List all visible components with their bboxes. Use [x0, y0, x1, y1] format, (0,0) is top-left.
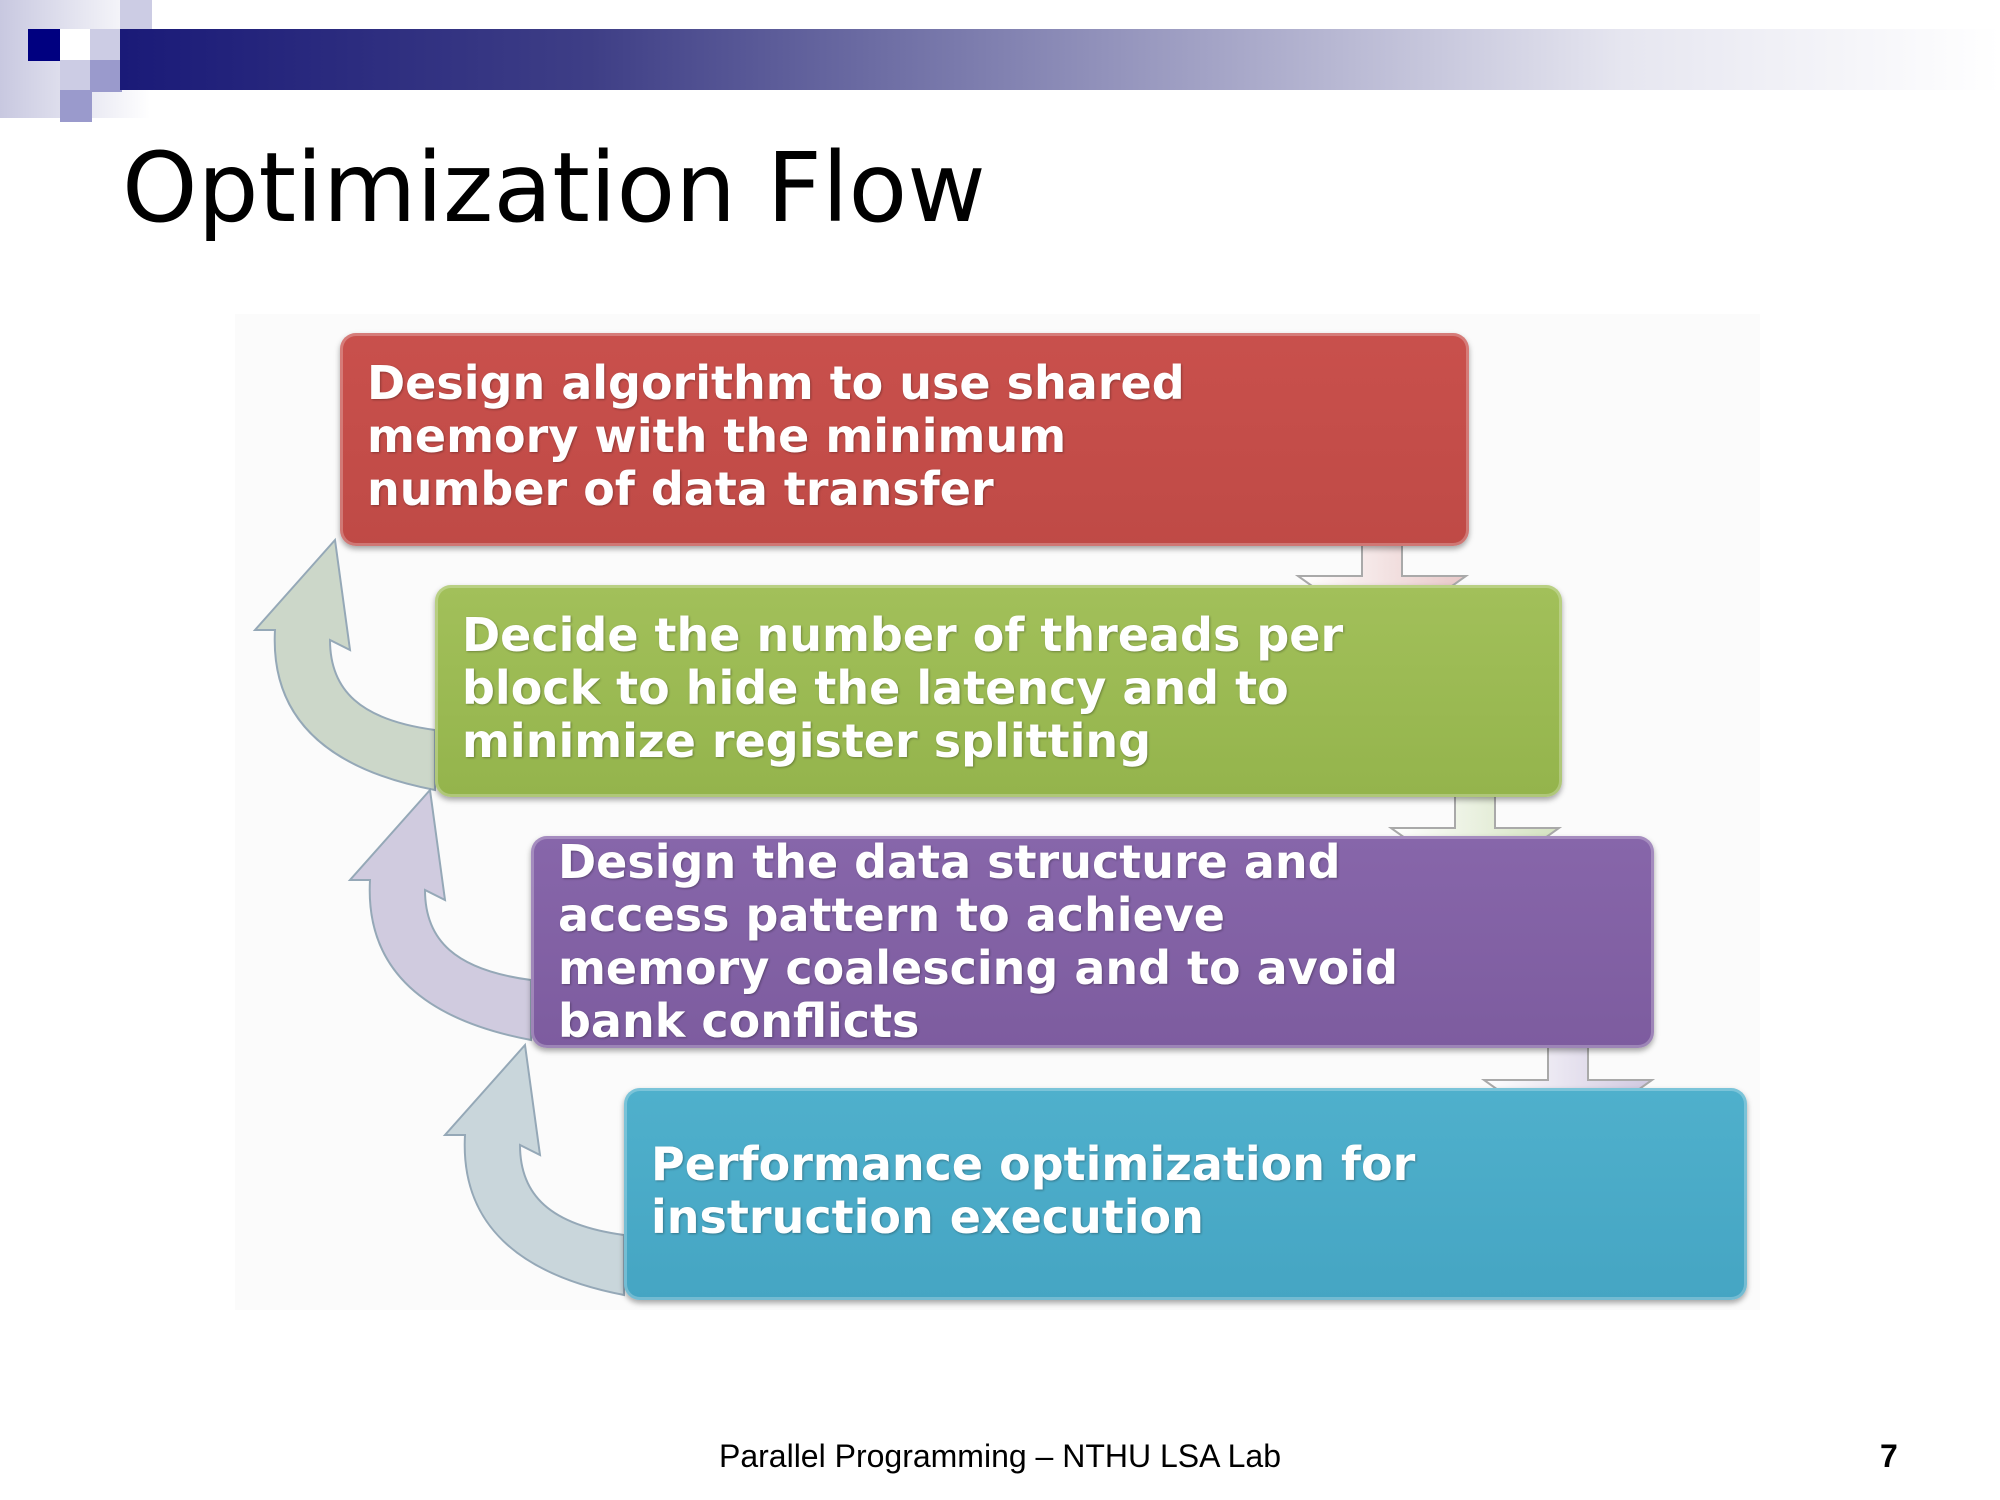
step-text-line: access pattern to achieve: [558, 888, 1225, 942]
flow-step-2: Decide the number of threads per block t…: [435, 585, 1562, 797]
step-text-line: Decide the number of threads per: [462, 608, 1344, 662]
page-number: 7: [1880, 1438, 1898, 1474]
step-text-line: minimize register splitting: [462, 714, 1152, 768]
step-text-line: memory coalescing and to avoid: [558, 941, 1398, 995]
slide-title: Optimization Flow: [122, 132, 986, 244]
step-text-line: bank conflicts: [558, 994, 920, 1048]
flow-step-1: Design algorithm to use shared memory wi…: [340, 333, 1469, 546]
flow-step-3: Design the data structure and access pat…: [531, 836, 1654, 1048]
step-text-line: number of data transfer: [367, 462, 994, 516]
curved-up-arrow-icon: [347, 787, 532, 1042]
step-text-line: block to hide the latency and to: [462, 661, 1289, 715]
step-text-line: Performance optimization for: [651, 1137, 1416, 1191]
step-text-line: Design algorithm to use shared: [367, 356, 1185, 410]
flow-step-4: Performance optimization for instruction…: [624, 1088, 1747, 1300]
slide-footer: Parallel Programming – NTHU LSA Lab: [718, 1438, 1281, 1474]
step-text-line: memory with the minimum: [367, 409, 1067, 463]
curved-up-arrow-icon: [442, 1042, 625, 1297]
step-text-line: Design the data structure and: [558, 835, 1341, 889]
step-text-line: instruction execution: [651, 1190, 1204, 1244]
curved-up-arrow-icon: [252, 537, 436, 792]
